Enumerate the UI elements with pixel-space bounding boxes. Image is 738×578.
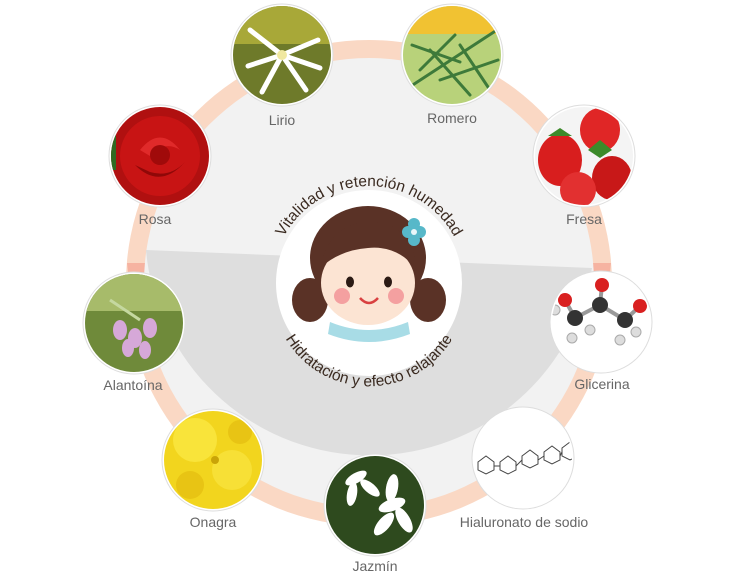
ingredient-label-alantoina: Alantoína	[103, 377, 163, 393]
ingredient-label-romero: Romero	[427, 110, 477, 126]
rose-icon	[108, 104, 212, 208]
ingredient-label-fresa: Fresa	[566, 211, 602, 227]
ingredient-label-jazmin: Jazmín	[352, 558, 398, 574]
hyaluronate-structure-icon	[471, 406, 575, 510]
girl-face-icon	[292, 206, 446, 342]
strawberry-icon	[532, 104, 636, 208]
center-medallion	[276, 190, 462, 376]
glycerin-molecule-icon	[549, 270, 653, 374]
evening-primrose-icon	[161, 408, 265, 512]
lily-flower-icon	[230, 3, 334, 107]
rosemary-icon	[400, 3, 504, 107]
jasmine-flower-icon	[323, 453, 427, 557]
ingredient-label-rosa: Rosa	[138, 211, 172, 227]
ingredient-label-glicerina: Glicerina	[574, 376, 630, 392]
ingredient-label-hialuronato: Hialuronato de sodio	[459, 514, 589, 530]
hair-flower-icon	[402, 218, 426, 246]
ingredient-label-onagra: Onagra	[189, 514, 237, 530]
comfrey-flower-icon	[82, 271, 186, 375]
ingredient-label-lirio: Lirio	[268, 112, 296, 128]
